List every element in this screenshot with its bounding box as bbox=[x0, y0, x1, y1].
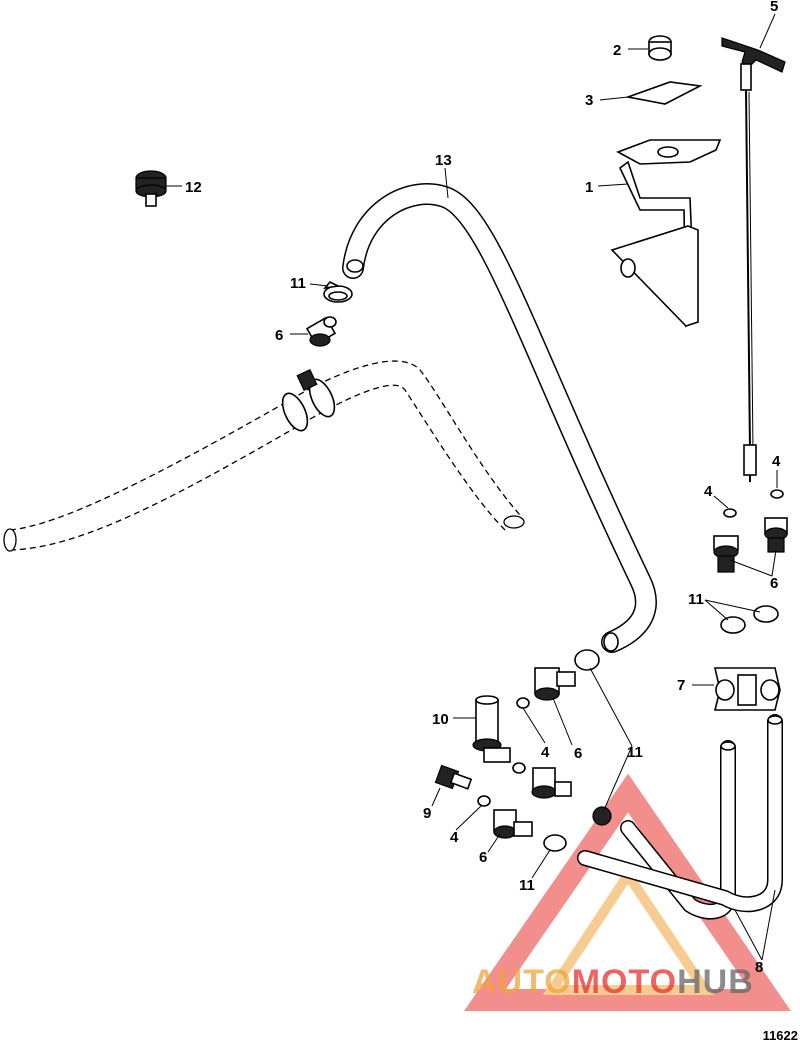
hose-cap bbox=[135, 170, 167, 207]
elbow-fitting-mid bbox=[531, 767, 572, 799]
fitting-right-a bbox=[764, 517, 788, 553]
callout-1: 1 bbox=[585, 179, 593, 196]
tee-fitting bbox=[472, 695, 511, 763]
callout-6-right: 6 bbox=[770, 575, 778, 592]
straight-connector bbox=[434, 764, 473, 790]
callout-2: 2 bbox=[613, 42, 621, 59]
callout-7: 7 bbox=[677, 677, 685, 694]
leader-lines bbox=[165, 13, 778, 961]
watermark-text: AUTOMOTOHUB bbox=[472, 963, 754, 1001]
callout-4-right: 4 bbox=[704, 483, 713, 500]
o-ring-right-lower bbox=[723, 508, 737, 518]
fitting-right-b bbox=[713, 535, 739, 573]
callout-6-lower: 6 bbox=[479, 849, 487, 866]
callout-11-right: 11 bbox=[688, 591, 704, 608]
clamp-lower-upper bbox=[574, 649, 600, 671]
callout-6-upper: 6 bbox=[275, 327, 283, 344]
callout-3: 3 bbox=[585, 92, 593, 109]
callout-11-center: 11 bbox=[627, 744, 643, 761]
o-ring-right-upper bbox=[770, 489, 784, 499]
u-tube-rear bbox=[577, 714, 783, 913]
hose-joint-clamps bbox=[281, 368, 336, 432]
elbow-fitting-lower bbox=[493, 809, 533, 839]
watermark-hub: HUB bbox=[677, 963, 754, 1001]
callout-9: 9 bbox=[423, 805, 431, 822]
callout-11-lower: 11 bbox=[519, 877, 535, 894]
cap-nut bbox=[648, 35, 672, 61]
long-hose bbox=[342, 183, 657, 653]
clamp-right-a bbox=[720, 616, 746, 634]
callout-5: 5 bbox=[770, 0, 778, 15]
callout-8: 8 bbox=[755, 959, 763, 976]
upper-fitting bbox=[305, 316, 337, 347]
figure-number: 11622 bbox=[763, 1028, 798, 1043]
dipstick bbox=[721, 37, 786, 482]
callout-11-upper: 11 bbox=[290, 275, 306, 292]
bracket bbox=[610, 139, 722, 328]
clamp-right-b bbox=[753, 605, 779, 623]
callout-12: 12 bbox=[185, 179, 202, 196]
hose-clip bbox=[713, 667, 781, 711]
clamp-lower bbox=[543, 834, 567, 852]
callout-10: 10 bbox=[432, 711, 449, 728]
upper-clamp bbox=[323, 281, 353, 303]
o-ring-lower bbox=[477, 795, 491, 807]
callout-6-center: 6 bbox=[574, 745, 582, 762]
callout-4-lower: 4 bbox=[450, 829, 459, 846]
callout-4-center: 4 bbox=[541, 744, 550, 761]
reference-hose bbox=[3, 360, 525, 552]
watermark-auto: AUTO bbox=[472, 963, 572, 1001]
elbow-fitting-upper bbox=[534, 667, 576, 701]
o-ring-lower-mid bbox=[512, 762, 526, 774]
mounting-plate bbox=[624, 81, 703, 105]
clamp-lower-mid bbox=[592, 806, 612, 826]
svg-text:AUTOMOTOHUB: AUTOMOTOHUB bbox=[472, 963, 754, 1001]
o-ring-center bbox=[516, 697, 530, 709]
watermark-moto: MOTO bbox=[572, 963, 677, 1001]
callout-4-right-upper: 4 bbox=[772, 453, 781, 470]
callout-13: 13 bbox=[435, 152, 452, 169]
